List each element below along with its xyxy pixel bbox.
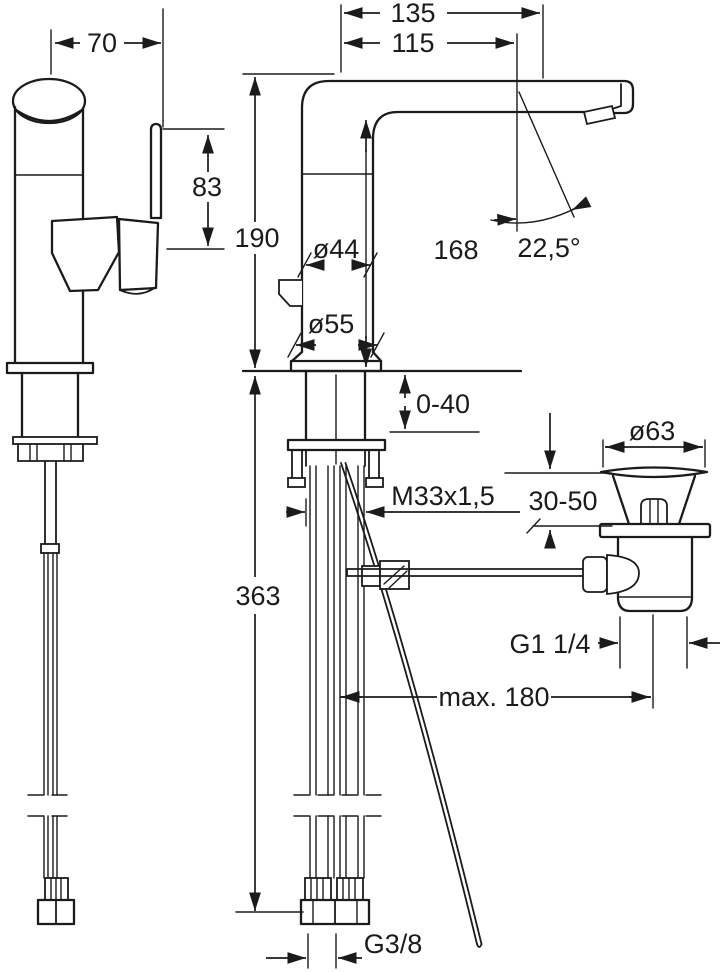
base-flare <box>290 350 383 363</box>
dim-83-reference-lines <box>162 128 225 250</box>
base-plate-side <box>5 361 95 375</box>
spout-lip-arc <box>14 108 84 123</box>
hose-collar-side <box>40 543 60 554</box>
bracket-inner <box>305 449 366 467</box>
shank-side <box>20 371 80 439</box>
dim-reach-extension-lines <box>340 4 544 232</box>
dim-label-base-diameter: ø55 <box>308 309 355 339</box>
angle-reference-line <box>518 91 575 218</box>
bolt-foot-right <box>365 477 384 488</box>
supply-hose-side <box>27 552 77 926</box>
mounting-washer-side <box>12 436 98 445</box>
waste-plug-slot <box>649 499 659 525</box>
dim-label-mounting-thread: M33x1,5 <box>391 481 495 511</box>
dim-label-deck-thickness: 0-40 <box>416 389 470 419</box>
dimension-annotations: 135 115 190 ø44 168 22,5° ø55 0-40 <box>234 0 720 969</box>
spout-face-ellipse <box>11 77 87 125</box>
dim-label-spout-to-handle: 70 <box>87 28 117 58</box>
waste-flange <box>599 466 709 479</box>
dim-label-supply-thread: G3/8 <box>364 929 423 959</box>
faucet-front-view <box>241 79 635 948</box>
waste-lower-flange <box>598 522 712 539</box>
handle-lever <box>149 122 163 220</box>
rod-clamp <box>361 560 410 590</box>
bracket-detail-side <box>29 443 72 462</box>
dim-label-spout-reach-outer: 135 <box>390 0 435 28</box>
dim-label-handle-length: 83 <box>192 172 222 202</box>
pull-rod <box>340 462 483 948</box>
dim-label-outlet-angle: 22,5° <box>517 233 580 263</box>
dim-70-extension-lines <box>50 8 164 128</box>
waste-cup <box>611 474 697 526</box>
handle-pivot-wedge <box>50 215 121 293</box>
ball-joint-nut <box>582 556 608 593</box>
mounting-washer <box>286 438 387 452</box>
spout-outer-outline <box>300 79 635 354</box>
dim-label-max-pull-rod-offset: max. 180 <box>438 682 549 712</box>
dim-label-spout-height: 190 <box>234 223 279 253</box>
hose-break-lines-front <box>293 794 383 817</box>
bolt-foot-left <box>287 477 306 488</box>
dim-label-spout-reach: 115 <box>391 28 434 58</box>
handle-base <box>117 217 160 292</box>
dim-label-below-deck-length: 363 <box>235 581 280 611</box>
dim-label-waste-thread: G1 1/4 <box>509 629 590 659</box>
mounting-bracket-side <box>17 443 84 462</box>
pop-up-waste-assembly <box>582 466 712 709</box>
hose-break-lines-side <box>27 794 77 817</box>
base-plate-front <box>289 359 383 373</box>
ball-joint-dome <box>606 554 640 595</box>
faucet-side-view: 70 83 <box>5 8 225 926</box>
threaded-shank <box>304 369 367 442</box>
dim-label-waste-height-range: 30-50 <box>528 486 597 516</box>
hose-stub-side <box>44 460 57 545</box>
mounting-bolts <box>291 449 380 479</box>
spout-underside-outline <box>371 110 610 354</box>
spout-tip-inner-line <box>611 83 622 110</box>
aerator-outlet <box>582 104 617 126</box>
handle-base-curve <box>119 286 157 295</box>
waste-plug <box>640 498 668 525</box>
supply-hoses-front <box>293 465 383 926</box>
dim-label-waste-flange-diameter: ø63 <box>629 416 676 446</box>
dim-label-outlet-height: 168 <box>433 235 478 265</box>
dim-label-body-diameter: ø44 <box>313 234 360 264</box>
drain-lever-rod <box>346 568 584 577</box>
pull-rod-knob <box>278 279 302 307</box>
